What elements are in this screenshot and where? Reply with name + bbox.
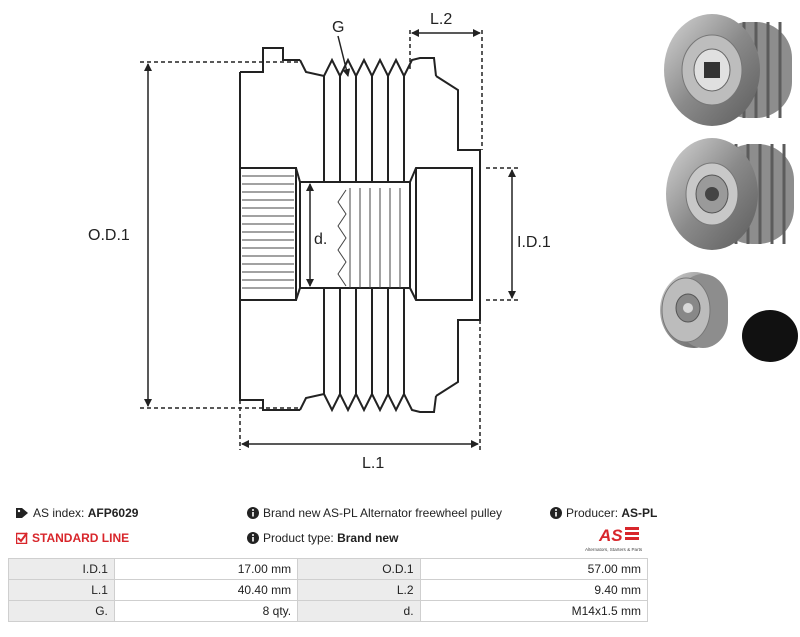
tag-icon	[16, 508, 28, 518]
product-type: Product type: Brand new	[247, 531, 398, 545]
spec-label: G.	[8, 600, 115, 622]
as-index-value: AFP6029	[87, 506, 139, 520]
extension-lines	[140, 30, 520, 450]
producer-label: Producer:	[566, 506, 619, 520]
logo-text: AS	[598, 526, 623, 545]
spec-label: d.	[297, 600, 421, 622]
product-photo-top	[664, 14, 792, 126]
table-row: I.D.1 17.00 mm O.D.1 57.00 mm	[8, 558, 649, 580]
dimension-arrows	[144, 29, 516, 448]
spec-value: 9.40 mm	[419, 579, 649, 601]
spec-value: 57.00 mm	[419, 558, 649, 580]
spline-texture	[242, 175, 294, 289]
spec-label: O.D.1	[297, 558, 421, 580]
specs-table: I.D.1 17.00 mm O.D.1 57.00 mm L.1 40.40 …	[8, 558, 649, 622]
as-logo: AS Alternators, Starters & Parts	[585, 526, 643, 552]
label-d: d.	[314, 231, 327, 248]
spec-label: L.1	[8, 579, 115, 601]
label-l2: L.2	[430, 11, 452, 28]
producer-value: AS-PL	[621, 506, 658, 520]
table-row: G. 8 qty. d. M14x1.5 mm	[8, 600, 649, 622]
product-type-value: Brand new	[337, 531, 399, 545]
standard-line-text: STANDARD LINE	[32, 531, 130, 545]
logo-tagline: Alternators, Starters & Parts	[585, 547, 643, 552]
spec-label: I.D.1	[8, 558, 115, 580]
standard-line: STANDARD LINE	[16, 531, 129, 545]
check-box-icon	[16, 532, 28, 544]
label-l1: L.1	[362, 455, 384, 472]
product-photo-middle	[666, 138, 794, 250]
info-icon	[550, 507, 562, 519]
label-g: G	[332, 19, 344, 36]
technical-drawing: G L.2 O.D.1 I.D.1 d. L.1	[88, 11, 551, 472]
info-icon	[247, 532, 259, 544]
pulley-outline	[239, 47, 481, 413]
as-index-label: AS index:	[33, 506, 85, 520]
as-index: AS index: AFP6029	[16, 506, 138, 520]
product-description: Brand new AS-PL Alternator freewheel pul…	[247, 506, 502, 520]
spec-value: 8 qty.	[113, 600, 299, 622]
label-od1: O.D.1	[88, 227, 130, 244]
spec-value: M14x1.5 mm	[419, 600, 649, 622]
spec-value: 40.40 mm	[113, 579, 299, 601]
thread-texture	[337, 188, 401, 288]
product-type-label: Product type:	[263, 531, 334, 545]
label-id1: I.D.1	[517, 234, 551, 251]
spec-value: 17.00 mm	[113, 558, 299, 580]
spec-label: L.2	[297, 579, 421, 601]
producer: Producer: AS-PL	[550, 506, 657, 520]
table-row: L.1 40.40 mm L.2 9.40 mm	[8, 579, 649, 601]
description-text: Brand new AS-PL Alternator freewheel pul…	[263, 506, 503, 520]
product-photo-bottom	[660, 272, 798, 362]
info-icon	[247, 507, 259, 519]
